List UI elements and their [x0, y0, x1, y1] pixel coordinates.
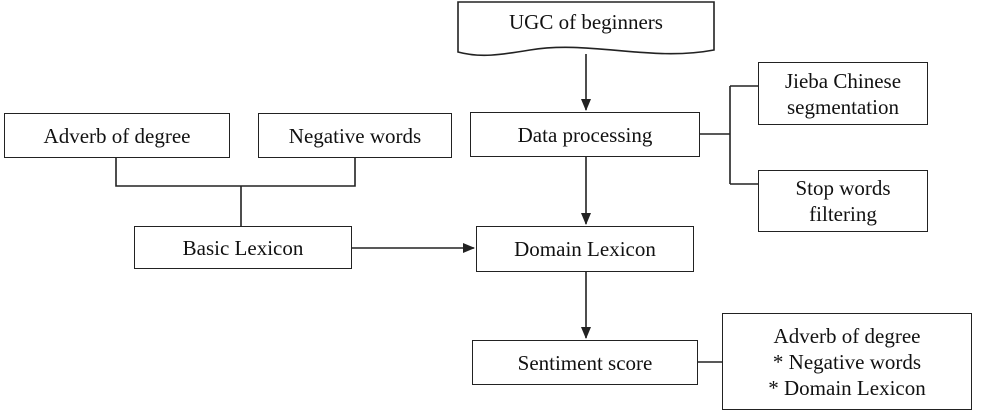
connector-lexicon-sources — [115, 158, 356, 226]
jieba-label-line2: segmentation — [787, 94, 899, 119]
connector-processing-to-tools — [700, 85, 758, 185]
adverb-label: Adverb of degree — [43, 123, 191, 148]
ugc-document-shape — [457, 1, 715, 57]
jieba-segmentation-box: Jieba Chinese segmentation — [758, 62, 928, 125]
data-processing-label: Data processing — [517, 122, 653, 147]
stop-words-label-line1: Stop words — [795, 176, 891, 200]
domain-lexicon-box: Domain Lexicon — [476, 226, 694, 272]
data-processing-box: Data processing — [470, 112, 700, 157]
formula-line-negative: * Negative words — [772, 349, 922, 374]
formula-line-adverb: Adverb of degree — [773, 323, 921, 348]
negative-words-label: Negative words — [288, 123, 422, 148]
stop-words-label-line2: filtering — [809, 202, 877, 226]
basic-lexicon-label: Basic Lexicon — [182, 235, 304, 260]
formula-line-domain: * Domain Lexicon — [768, 375, 926, 400]
sentiment-score-label: Sentiment score — [517, 350, 653, 375]
stop-words-filtering-box: Stop words filtering — [758, 170, 928, 232]
sentiment-formula-box: Adverb of degree * Negative words * Doma… — [722, 313, 972, 410]
adverb-of-degree-box: Adverb of degree — [4, 113, 230, 158]
sentiment-score-box: Sentiment score — [472, 340, 698, 385]
domain-lexicon-label: Domain Lexicon — [514, 237, 656, 261]
jieba-label-line1: Jieba Chinese — [784, 68, 902, 93]
ugc-source-label: UGC of beginners — [509, 9, 663, 34]
negative-words-box: Negative words — [258, 113, 452, 158]
basic-lexicon-box: Basic Lexicon — [134, 226, 352, 269]
